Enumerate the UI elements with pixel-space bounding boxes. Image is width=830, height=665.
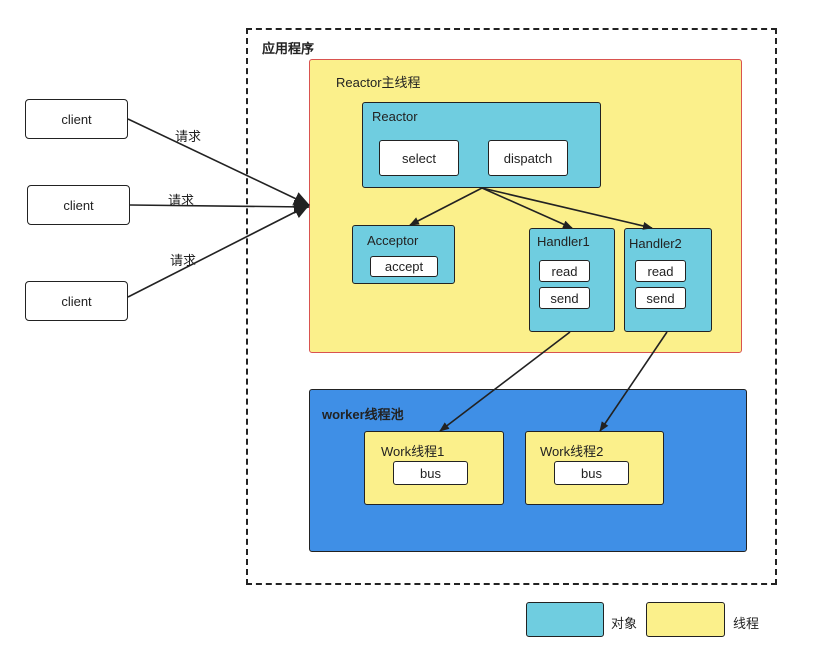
acceptor-title: Acceptor (367, 233, 419, 248)
request-label-1: 请求 (175, 129, 202, 144)
request-arrow-2 (129, 199, 310, 214)
handler1-read-box: read (539, 260, 590, 282)
handler2-read-box: read (635, 260, 686, 282)
legend-thread-label: 线程 (733, 616, 760, 631)
handler1-send-box: send (539, 287, 590, 309)
reactor-to-handler2-arrow (481, 187, 653, 230)
handler1-to-worker1-arrow (439, 331, 571, 432)
worker2-title: Work线程2 (540, 444, 604, 459)
client-box-3: client (25, 281, 128, 321)
reactor-to-acceptor-arrow (409, 187, 483, 226)
legend-thread-swatch (646, 602, 725, 637)
reactor-to-handler1-arrow (481, 187, 573, 229)
request-arrow-1 (127, 118, 310, 206)
client-box-2: client (27, 185, 130, 225)
request-arrow-3 (127, 204, 310, 298)
handler2-to-worker2-arrow (599, 331, 668, 432)
dispatch-box: dispatch (488, 140, 568, 176)
worker1-title: Work线程1 (381, 444, 445, 459)
reactor-thread-title: Reactor主线程 (336, 75, 421, 90)
request-label-2: 请求 (168, 193, 195, 208)
legend-object-label: 对象 (611, 616, 638, 631)
app-title: 应用程序 (262, 41, 315, 56)
worker-pool-title: worker线程池 (322, 407, 404, 422)
select-box: select (379, 140, 459, 176)
worker1-bus-box: bus (393, 461, 468, 485)
handler1-title: Handler1 (537, 234, 590, 249)
handler2-title: Handler2 (629, 236, 682, 251)
legend-object-swatch (526, 602, 604, 637)
app-boundary (246, 28, 777, 585)
worker2-bus-box: bus (554, 461, 629, 485)
client-box-1: client (25, 99, 128, 139)
request-label-3: 请求 (170, 253, 197, 268)
accept-box: accept (370, 256, 438, 277)
reactor-title: Reactor (372, 109, 418, 124)
handler2-send-box: send (635, 287, 686, 309)
